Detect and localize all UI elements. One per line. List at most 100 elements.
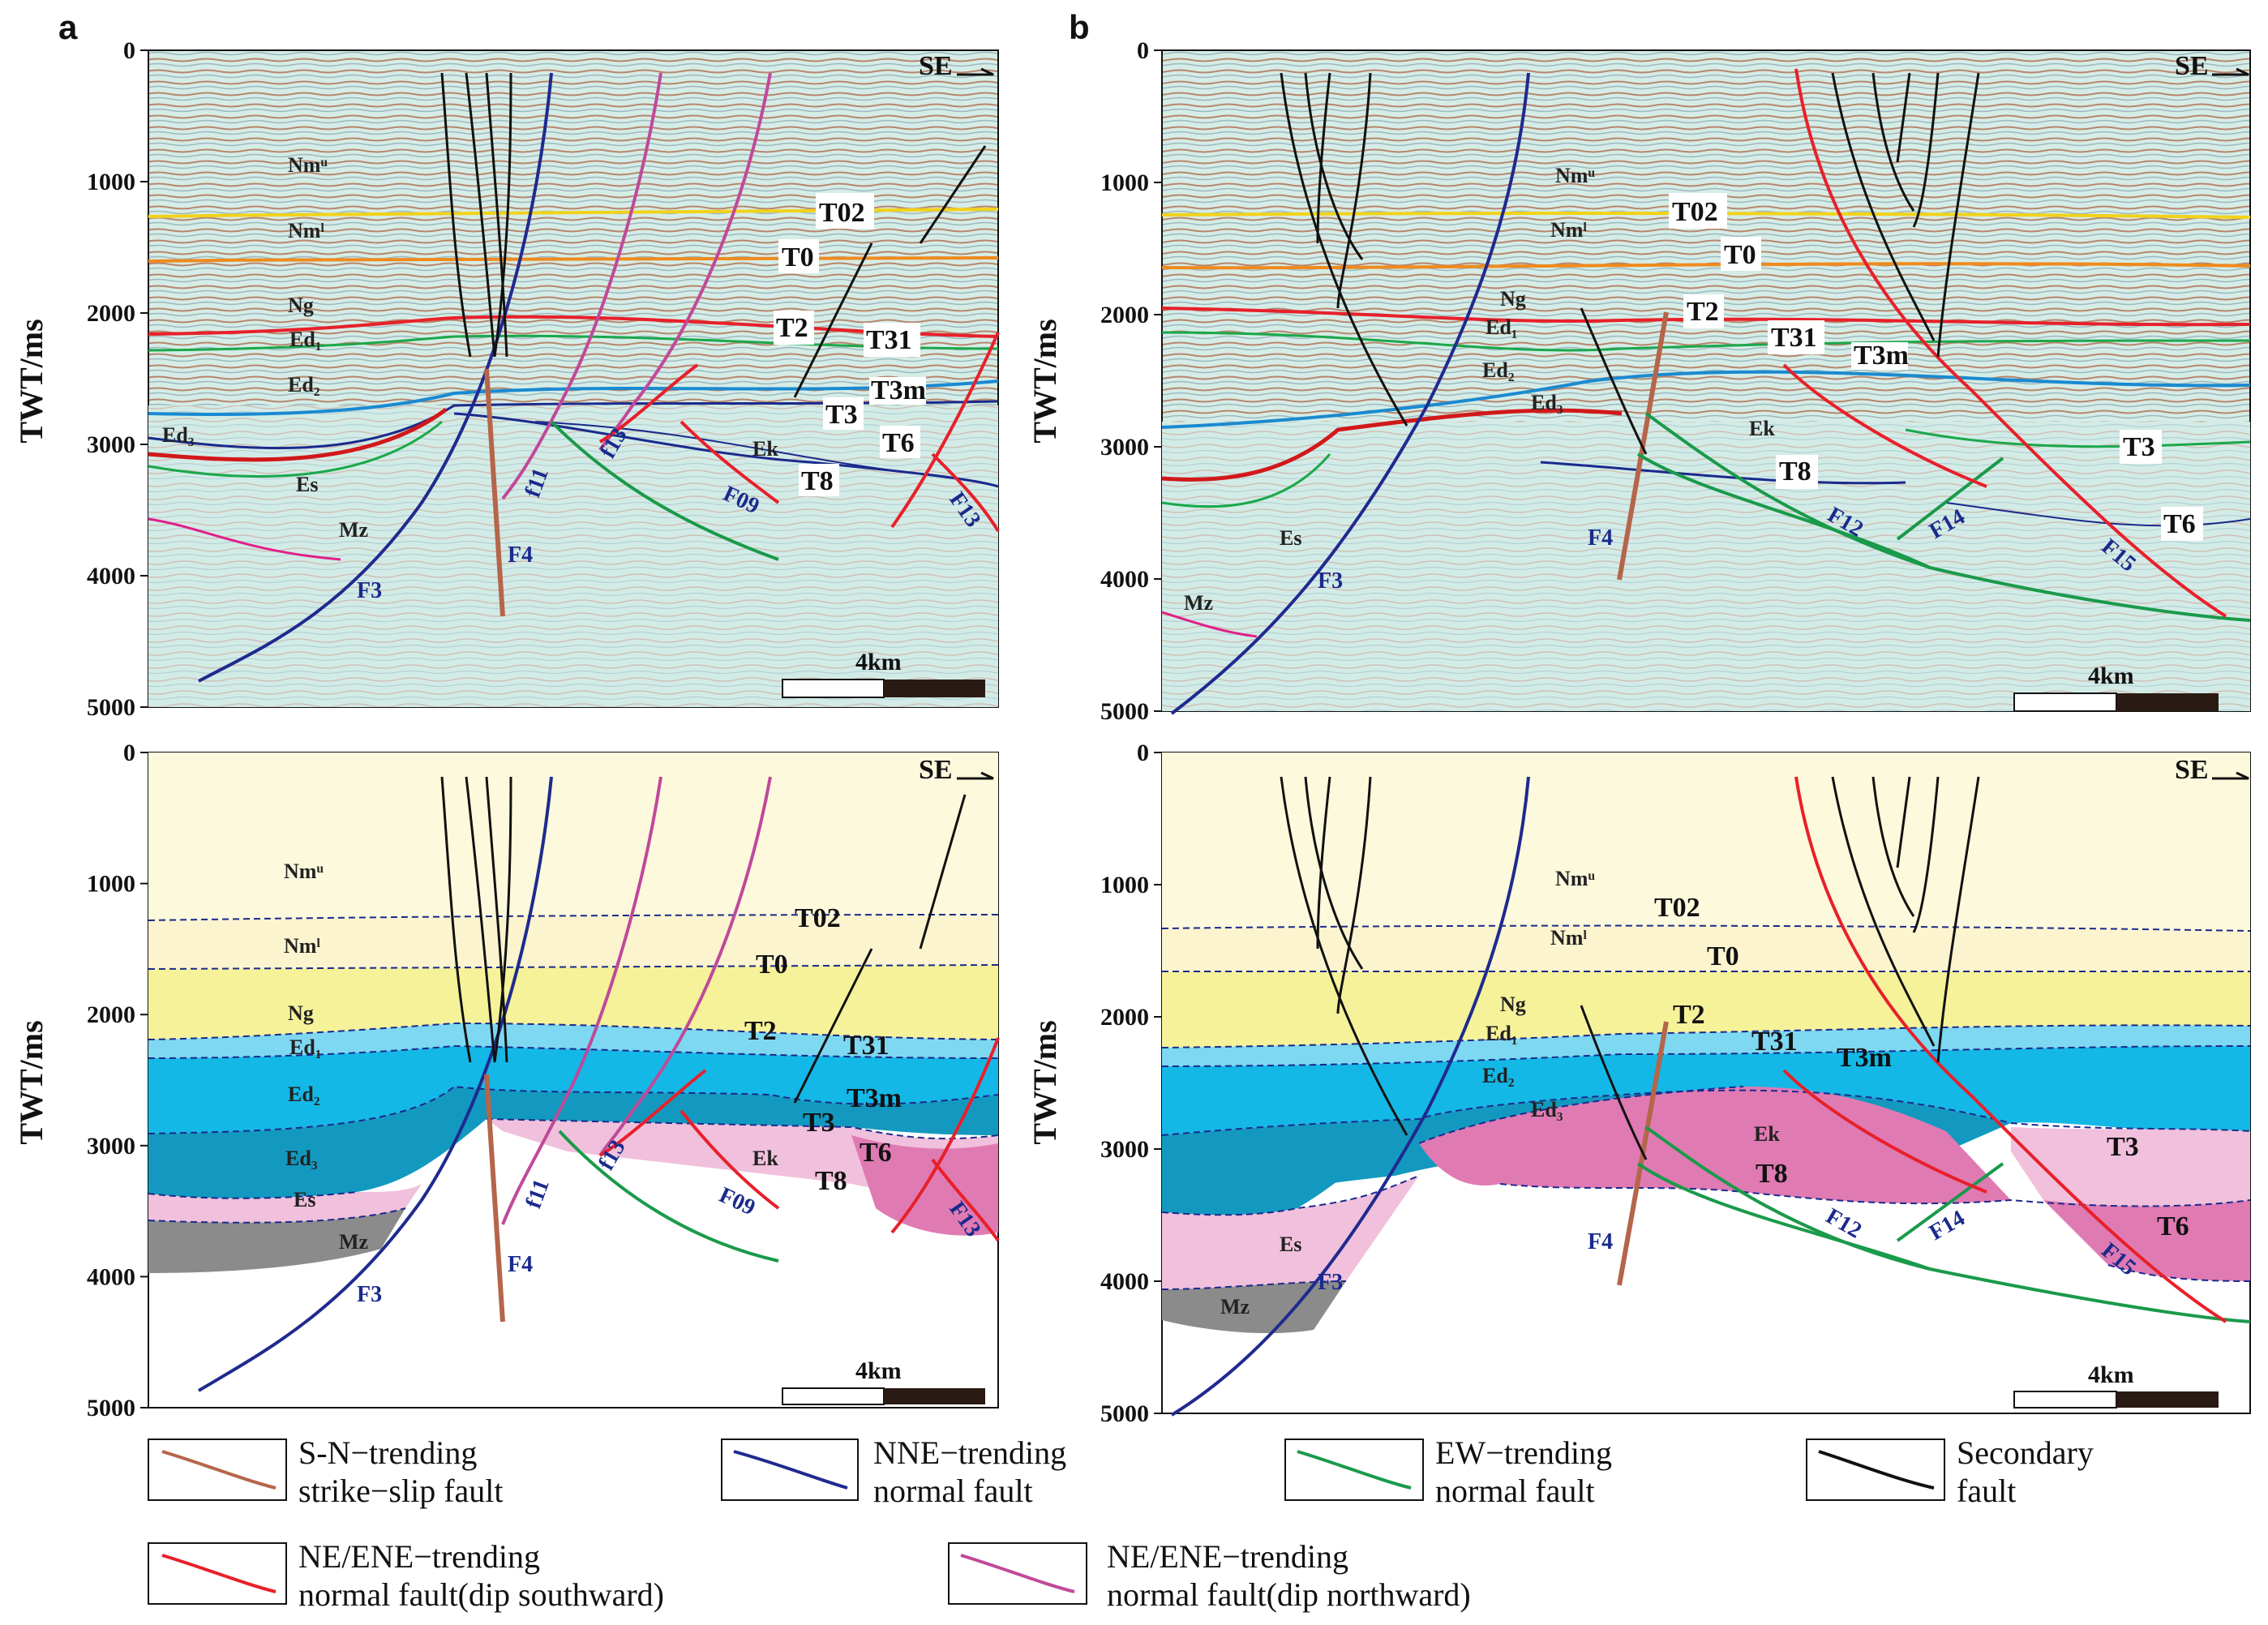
horizon-label-t02: T02 <box>795 903 841 933</box>
horizon-label-t02: T02 <box>1672 197 1718 227</box>
axis-tick-label: 2000 <box>87 300 135 327</box>
unit-label-mz: Mz <box>339 518 368 542</box>
horizon-t3-line <box>1905 428 2251 448</box>
fault-label-f4: F4 <box>1588 1229 1613 1254</box>
horizon-label-t3: T3 <box>825 400 858 430</box>
axis-tick-label: 3000 <box>1100 434 1149 461</box>
panel-a-seismic: Nmᵘ Nmˡ Ng Ed₁ Ed₂ Ed₃ Es Mz Ek T02 T0 T… <box>148 49 1000 708</box>
unit-label-ed2: Ed₂ <box>288 1083 320 1106</box>
horizon-mz-line <box>148 517 341 561</box>
scale-bar <box>782 1387 885 1405</box>
horizon-label-t3m: T3m <box>1854 341 1909 371</box>
scale-bar <box>2013 1391 2117 1408</box>
unit-label-ed3: Ed₃ <box>285 1147 318 1170</box>
axis-tick-label: 0 <box>1137 740 1149 766</box>
unit-label-ed1: Ed₁ <box>289 1035 322 1059</box>
unit-label-ek: Ek <box>752 1147 778 1170</box>
axis-tick-label: 5000 <box>87 1395 135 1421</box>
axis-tick-label: 1000 <box>1100 872 1149 898</box>
horizon-label-t0: T0 <box>756 950 788 980</box>
fault-label-f3: F3 <box>357 1282 382 1307</box>
fault-f3-line <box>198 72 553 683</box>
fault-f14-line <box>1896 457 2004 541</box>
legend-label-4b: fault <box>1957 1473 2016 1509</box>
horizon-label-t8: T8 <box>1756 1159 1788 1189</box>
horizon-ed3-base <box>1161 408 1623 482</box>
unit-label-ed2: Ed₂ <box>288 373 320 397</box>
axis-tick-label: 1000 <box>87 169 135 195</box>
arrow-icon <box>957 771 994 780</box>
horizon-label-t6: T6 <box>2157 1211 2189 1241</box>
axis-tick-label: 0 <box>1137 37 1149 64</box>
axis-tick-label: 3000 <box>87 431 135 458</box>
horizon-t3m-line <box>148 379 999 416</box>
horizon-label-t0: T0 <box>1707 941 1739 971</box>
horizon-label-t2: T2 <box>744 1016 777 1046</box>
scale-bar <box>2013 692 2117 712</box>
legend-label-3b: normal fault <box>1435 1473 1595 1509</box>
fault-label-f4: F4 <box>508 1252 533 1277</box>
horizon-t0-line <box>148 256 999 263</box>
panel-b-seismic: Nmᵘ Nmˡ Ng Ed₁ Ed₂ Ed₃ Ek Es Mz T02 T0 T… <box>1161 49 2251 715</box>
legend-label-3a: EW−trending <box>1435 1434 1612 1471</box>
scale-label: 4km <box>2088 1361 2134 1388</box>
unit-label-ng: Ng <box>288 1001 314 1025</box>
fault-f15-line <box>1794 68 2227 618</box>
scale-label: 4km <box>855 649 902 675</box>
fault-f11-line <box>501 72 662 500</box>
horizon-label-t6: T6 <box>882 428 915 458</box>
secondary-faults-a <box>440 72 987 398</box>
axis-tick-label: 0 <box>123 37 135 64</box>
horizon-label-t3m: T3m <box>1837 1043 1892 1073</box>
unit-label-es: Es <box>1280 1233 1301 1256</box>
horizon-label-t31: T31 <box>843 1031 890 1061</box>
unit-label-ed3: Ed₃ <box>1531 1098 1563 1121</box>
unit-label-es: Es <box>294 1188 315 1211</box>
horizon-label-t8: T8 <box>801 466 834 496</box>
axis-tick-label: 4000 <box>1100 1268 1149 1295</box>
legend-label-6a: NE/ENE−trending <box>1107 1538 1348 1575</box>
direction-label: SE <box>2175 755 2209 785</box>
horizon-label-t3: T3 <box>2123 432 2155 462</box>
unit-label-ed2: Ed₂ <box>1482 1064 1515 1087</box>
direction-label: SE <box>919 51 953 81</box>
horizon-label-t6: T6 <box>860 1138 892 1168</box>
horizon-label-t2: T2 <box>1687 297 1719 327</box>
legend-label-5a: NE/ENE−trending <box>298 1538 540 1575</box>
unit-label-nmu: Nmᵘ <box>284 860 324 883</box>
unit-label-nmu: Nmᵘ <box>1555 867 1595 890</box>
horizon-label-t02: T02 <box>819 198 865 228</box>
horizon-t2-line <box>1161 307 2251 327</box>
horizon-mz-line <box>1161 611 1258 638</box>
unit-label-nmu: Nmᵘ <box>1555 164 1595 187</box>
horizon-label-t31: T31 <box>866 325 912 355</box>
unit-label-ek: Ek <box>752 437 778 461</box>
fault-ew-line <box>550 420 779 561</box>
panel-a-interpretation: Nmᵘ Nmˡ Ng Ed₁ Ed₂ Ed₃ Es Mz Ek T02 T0 T… <box>148 752 1000 1408</box>
fault-f09-line <box>598 363 780 504</box>
direction-label: SE <box>919 755 953 785</box>
fault-label-f3: F3 <box>1318 568 1343 594</box>
axis-tick-label: 4000 <box>1100 566 1149 593</box>
horizon-label-t31: T31 <box>1771 323 1817 353</box>
unit-label-nml: Nmˡ <box>1550 926 1587 950</box>
y-axis-label-bottom-b: TWT/ms <box>1027 1020 1063 1144</box>
panel-letter-a: a <box>58 8 78 46</box>
horizon-label-t0: T0 <box>1724 240 1756 270</box>
unit-label-ek: Ek <box>1754 1122 1780 1146</box>
unit-label-mz: Mz <box>1184 591 1213 615</box>
horizon-label-t3m: T3m <box>847 1083 902 1113</box>
horizon-label-t6: T6 <box>2163 509 2196 539</box>
axis-tick-label: 2000 <box>1100 302 1149 328</box>
horizon-label-t02: T02 <box>1654 893 1700 923</box>
axis-tick-label: 0 <box>123 740 135 766</box>
axis-tick-label: 4000 <box>87 563 135 590</box>
axis-tick-label: 5000 <box>1100 698 1149 725</box>
horizon-label-t8: T8 <box>815 1166 847 1196</box>
unit-label-ng: Ng <box>1500 287 1526 311</box>
unit-label-ek: Ek <box>1749 417 1775 440</box>
axis-tick-label: 4000 <box>87 1263 135 1290</box>
fault-label-f3: F3 <box>357 578 382 603</box>
axis-tick-label: 2000 <box>1100 1004 1149 1031</box>
